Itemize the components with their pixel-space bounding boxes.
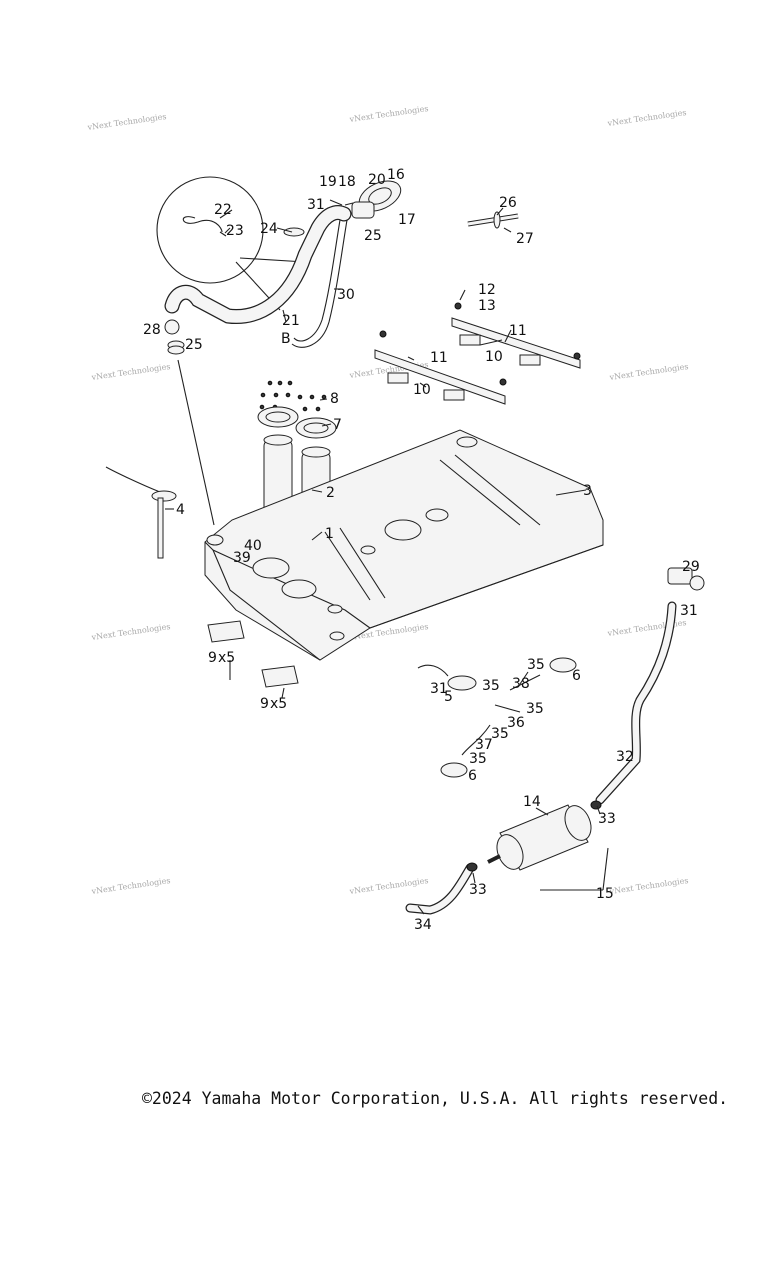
callout-13: 13 [478, 298, 496, 314]
screws [259, 380, 327, 412]
callout-39: 39 [233, 550, 251, 566]
pads [207, 620, 299, 688]
callout-36: 36 [507, 715, 525, 731]
callout-35: 35 [491, 726, 509, 742]
callout-40: 40 [244, 538, 262, 554]
callout-33: 33 [598, 811, 616, 827]
callout-22: 22 [214, 202, 232, 218]
callout-9: 9 [208, 650, 217, 666]
callout-17: 17 [398, 212, 416, 228]
callout-4: 4 [176, 502, 185, 518]
callout-20: 20 [368, 172, 386, 188]
callout-16: 16 [387, 167, 405, 183]
callout-27: 27 [516, 231, 534, 247]
callout-11: 11 [430, 350, 448, 366]
callouts: 1 2 3 4 5 6 6 7 8 9 x5 9 x5 10 10 11 11 … [143, 167, 700, 933]
callout-35: 35 [482, 678, 500, 694]
callout-35: 35 [527, 657, 545, 673]
fuel-tank [204, 429, 604, 661]
callout-10: 10 [413, 382, 431, 398]
callout-19: 19 [319, 174, 337, 190]
watermark: vNext Technologies [90, 876, 171, 896]
callout-9: 9 [260, 696, 269, 712]
fuel-sender [105, 466, 177, 559]
callout-37: 37 [475, 737, 493, 753]
callout-23: 23 [226, 223, 244, 239]
leader-lines [165, 199, 609, 915]
watermark: vNext Technologies [348, 104, 429, 124]
watermark: vNext Technologies [608, 362, 689, 382]
callout-34: 34 [414, 917, 432, 933]
callout-11: 11 [509, 323, 527, 339]
watermark: vNext Technologies [348, 876, 429, 896]
copyright-notice: ©2024 Yamaha Motor Corporation, U.S.A. A… [142, 1089, 729, 1108]
callout-26: 26 [499, 195, 517, 211]
callout-ref-b: B [281, 331, 291, 347]
fuel-line-lower [405, 862, 478, 915]
callout-31: 31 [307, 197, 325, 213]
callout-9-qty: x5 [218, 650, 235, 666]
callout-29: 29 [682, 559, 700, 575]
callout-38: 38 [512, 676, 530, 692]
grommets-left [164, 319, 215, 526]
callout-6: 6 [572, 668, 581, 684]
callout-35: 35 [526, 701, 544, 717]
watermark: vNext Technologies [90, 622, 171, 642]
callout-30: 30 [337, 287, 355, 303]
callout-31: 31 [430, 681, 448, 697]
callout-14: 14 [523, 794, 541, 810]
callout-24: 24 [260, 221, 278, 237]
vent-part [467, 211, 519, 229]
callout-3: 3 [583, 483, 592, 499]
callout-12: 12 [478, 282, 496, 298]
callout-2: 2 [326, 485, 335, 501]
callout-28: 28 [143, 322, 161, 338]
watermark: vNext Technologies [90, 362, 171, 382]
fuel-line-right [590, 567, 705, 810]
callout-35: 35 [469, 751, 487, 767]
callout-18: 18 [338, 174, 356, 190]
callout-1: 1 [325, 526, 334, 542]
callout-32: 32 [616, 749, 634, 765]
callout-7: 7 [333, 417, 342, 433]
tank-straps [374, 302, 581, 405]
callout-6: 6 [468, 768, 477, 784]
callout-9-qty: x5 [270, 696, 287, 712]
callout-33: 33 [469, 882, 487, 898]
callout-25: 25 [185, 337, 203, 353]
watermark: vNext Technologies [608, 876, 689, 896]
filler-hose [164, 180, 402, 348]
callout-8: 8 [330, 391, 339, 407]
vent-hoses-lower [417, 657, 577, 778]
callout-25: 25 [364, 228, 382, 244]
fuel-filter [487, 804, 592, 871]
callout-21: 21 [282, 313, 300, 329]
callout-31: 31 [680, 603, 698, 619]
callout-10: 10 [485, 349, 503, 365]
callout-15: 15 [596, 886, 614, 902]
watermark: vNext Technologies [86, 112, 167, 132]
watermark: vNext Technologies [606, 108, 687, 128]
callout-5: 5 [444, 689, 453, 705]
